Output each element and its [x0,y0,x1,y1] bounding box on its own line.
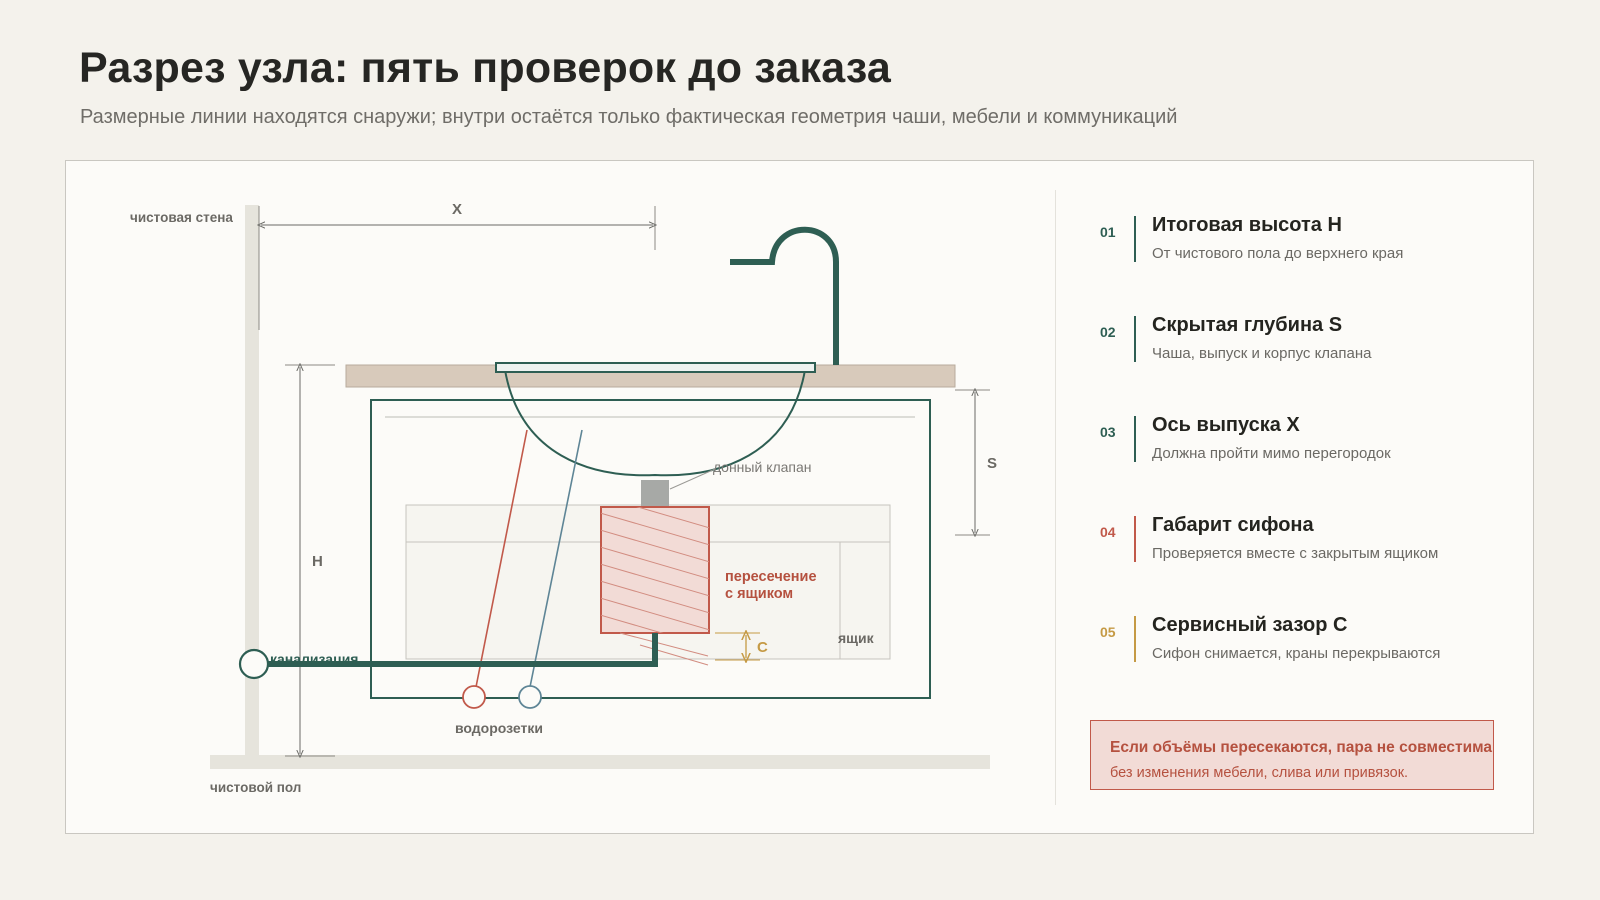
check-number: 04 [1100,524,1116,540]
check-description: Проверяется вместе с закрытым ящиком [1152,545,1439,562]
bottom-valve-label: донный клапан [713,459,812,475]
check-item-3: 03 Ось выпуска X Должна пройти мимо пере… [1100,414,1520,476]
finish-wall-label: чистовая стена [130,210,233,225]
check-description: Чаша, выпуск и корпус клапана [1152,345,1372,362]
finish-floor [210,755,990,769]
water-outlets-label: водорозетки [455,720,543,736]
bottom-valve [641,480,669,506]
section-diagram: донный клапан пересечение с ящиком C кан… [130,201,997,795]
warning-detail: без изменения мебели, слива или привязок… [1110,765,1409,781]
panel-divider [1055,190,1056,805]
check-title: Скрытая глубина S [1152,314,1343,336]
check-marker [1134,616,1136,662]
check-marker [1134,216,1136,262]
check-item-2: 02 Скрытая глубина S Чаша, выпуск и корп… [1100,314,1520,376]
cabinet [370,399,931,699]
check-marker [1134,516,1136,562]
check-marker [1134,416,1136,462]
dim-s-label: S [987,455,997,472]
faucet [730,226,839,365]
dim-c-label: C [757,639,768,656]
siphon-volume [600,506,710,634]
siphon-hatch-extra-1 [619,632,709,657]
water-outlet-hot [462,685,486,709]
check-description: От чистового пола до верхнего края [1152,245,1404,262]
page-title: Разрез узла: пять проверок до заказа [79,44,891,92]
basin-bowl [504,369,806,477]
dim-x-label: X [452,201,462,218]
basin-rim [495,362,816,373]
drawer-label: ящик [838,630,875,646]
check-marker [1134,316,1136,362]
check-title: Итоговая высота H [1152,214,1342,236]
page-subtitle: Размерные линии находятся снаружи; внутр… [80,106,1178,128]
finish-wall [245,205,259,757]
water-pipe-hot [475,429,528,688]
check-title: Сервисный зазор C [1152,614,1348,636]
bottom-valve-leader [669,468,716,490]
check-description: Должна пройти мимо перегородок [1152,445,1391,462]
siphon-hatch [601,507,709,633]
check-number: 01 [1100,224,1116,240]
check-title: Ось выпуска X [1152,414,1300,436]
siphon-hatch-extra-2 [639,644,709,666]
check-item-1: 01 Итоговая высота H От чистового пола д… [1100,214,1520,276]
check-description: Сифон снимается, краны перекрываются [1152,645,1441,662]
intersection-label-2: с ящиком [725,586,793,602]
check-item-5: 05 Сервисный зазор C Сифон снимается, кр… [1100,614,1520,676]
warning-headline: Если объёмы пересекаются, пара не совмес… [1110,739,1492,756]
check-number: 02 [1100,324,1116,340]
sewer-label: канализация [270,651,358,667]
dim-h-label: H [312,553,323,570]
incompatibility-warning: Если объёмы пересекаются, пара не совмес… [1090,720,1494,790]
check-title: Габарит сифона [1152,514,1314,536]
check-number: 03 [1100,424,1116,440]
drain-pipe [262,633,658,667]
check-item-4: 04 Габарит сифона Проверяется вместе с з… [1100,514,1520,576]
check-number: 05 [1100,624,1116,640]
water-pipe-cold [529,429,583,688]
sewer-outlet [238,648,270,680]
water-outlet-cold [518,685,542,709]
finish-floor-label: чистовой пол [210,780,301,795]
intersection-label-1: пересечение [725,569,817,585]
